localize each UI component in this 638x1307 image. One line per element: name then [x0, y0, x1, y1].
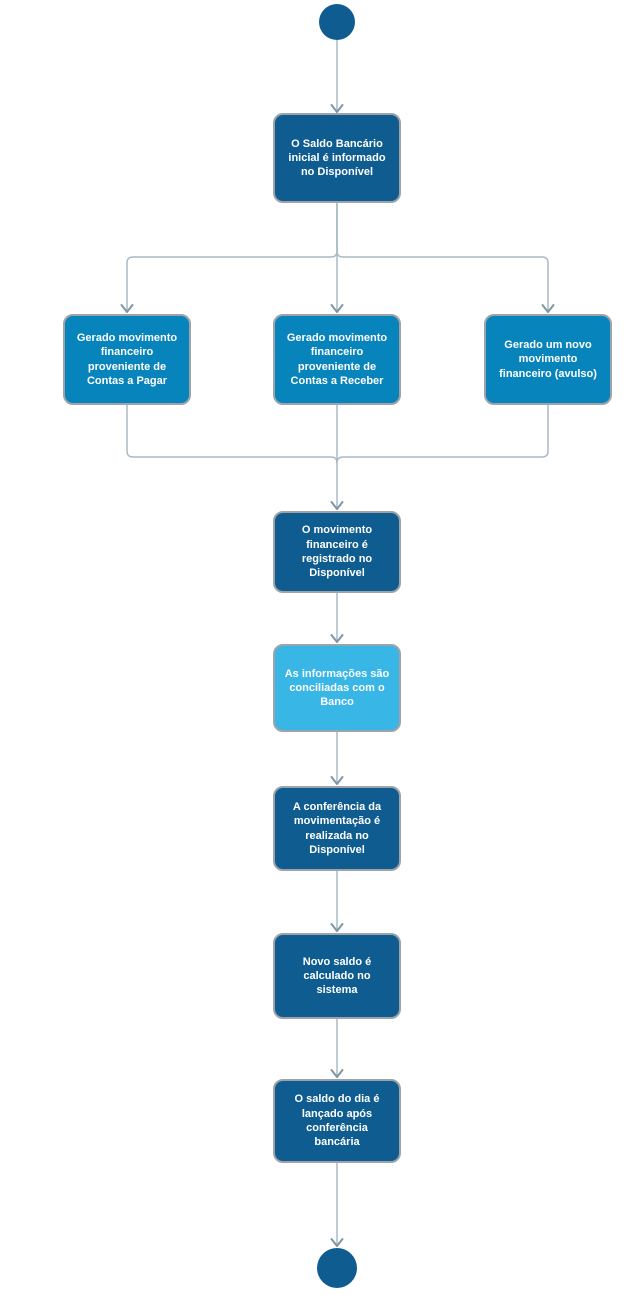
- edge-mov-pagar-to-mov-registrado: [126, 405, 338, 464]
- node-conciliacao-banco: As informações são conciliadas com o Ban…: [273, 644, 401, 732]
- node-movimento-contas-a-receber: Gerado movimento financeiro proveniente …: [273, 314, 401, 405]
- node-saldo-inicial-label: O Saldo Bancário inicial é informado no …: [288, 137, 386, 179]
- edge-mov-receber-to-mov-registrado: [330, 405, 344, 510]
- edge-mov-registrado-to-conciliacao: [330, 593, 344, 643]
- edge-mov-avulso-to-mov-registrado: [336, 405, 549, 464]
- node-movimento-registrado-label: O movimento financeiro é registrado no D…: [301, 524, 373, 580]
- node-movimento-contas-a-receber-label: Gerado movimento financeiro proveniente …: [286, 331, 388, 387]
- node-saldo-inicial: O Saldo Bancário inicial é informado no …: [273, 113, 401, 203]
- node-movimento-avulso-label: Gerado um novo movimento financeiro (avu…: [499, 339, 597, 380]
- node-movimento-contas-a-pagar: Gerado movimento financeiro proveniente …: [63, 314, 191, 405]
- node-movimento-registrado: O movimento financeiro é registrado no D…: [273, 511, 401, 593]
- edge-conciliacao-to-conferencia: [330, 732, 344, 785]
- node-conferencia-movimentacao-label: A conferência da movimentação é realizad…: [292, 800, 382, 856]
- node-conferencia-movimentacao: A conferência da movimentação é realizad…: [273, 786, 401, 871]
- node-movimento-contas-a-pagar-label: Gerado movimento financeiro proveniente …: [76, 331, 178, 387]
- node-novo-saldo: Novo saldo é calculado no sistema: [273, 933, 401, 1019]
- node-movimento-avulso: Gerado um novo movimento financeiro (avu…: [484, 314, 612, 405]
- edge-saldo-inicial-to-mov-pagar: [120, 203, 338, 313]
- start-node: [319, 4, 355, 40]
- edge-novo-saldo-to-saldo-dia: [330, 1019, 344, 1078]
- edge-saldo-dia-to-end: [330, 1163, 344, 1247]
- end-node: [317, 1248, 357, 1288]
- edge-saldo-inicial-to-mov-avulso: [336, 203, 555, 313]
- edge-conferencia-to-novo-saldo: [330, 871, 344, 932]
- node-novo-saldo-label: Novo saldo é calculado no sistema: [302, 955, 372, 997]
- node-saldo-do-dia: O saldo do dia é lançado após conferênci…: [273, 1079, 401, 1163]
- node-conciliacao-banco-label: As informações são conciliadas com o Ban…: [284, 667, 390, 709]
- edge-start-to-saldo-inicial: [330, 40, 344, 113]
- node-saldo-do-dia-label: O saldo do dia é lançado após conferênci…: [294, 1093, 380, 1149]
